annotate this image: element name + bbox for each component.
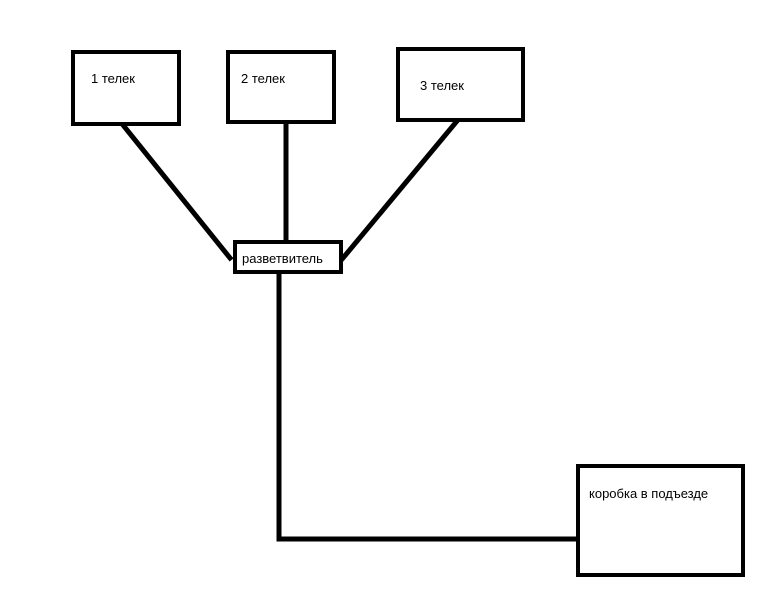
entrance-box-label: коробка в подъезде xyxy=(589,486,708,501)
splitter-box xyxy=(233,240,343,274)
entrance-box xyxy=(576,464,745,577)
splitter-label: разветвитель xyxy=(242,251,323,266)
node-tv1: 1 телек xyxy=(71,50,181,126)
connector-tv1-splitter xyxy=(119,121,234,262)
node-tv2: 2 телек xyxy=(226,50,336,124)
node-tv3: 3 телек xyxy=(396,47,525,122)
tv2-box xyxy=(226,50,336,124)
connectors xyxy=(119,117,583,542)
tv1-label: 1 телек xyxy=(91,71,135,86)
tv2-label: 2 телек xyxy=(241,71,285,86)
tv3-box xyxy=(396,47,525,122)
tv1-box xyxy=(71,50,181,126)
node-entrance-box: коробка в подъезде xyxy=(576,464,745,577)
tv3-label: 3 телек xyxy=(420,78,464,93)
connector-splitter-box xyxy=(276,269,583,542)
node-splitter: разветвитель xyxy=(233,240,343,274)
connector-tv3-splitter xyxy=(339,117,461,262)
